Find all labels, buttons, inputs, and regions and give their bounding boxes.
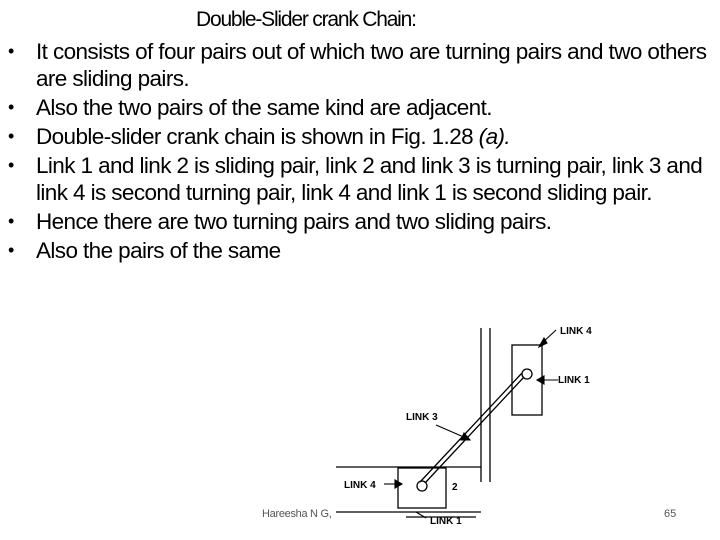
bullet-item: • Double-slider crank chain is shown in F… [6, 123, 714, 150]
bullet-item: • Link 1 and link 2 is sliding pair, link… [6, 152, 714, 206]
bullet-item: • Also the pairs of the same [6, 237, 346, 264]
bullet-dot-icon: • [8, 155, 14, 175]
bullet-dot-icon: • [8, 240, 14, 260]
label-link4-top: LINK 4 [560, 326, 592, 337]
bullet-text: Hence there are two turning pairs and tw… [36, 209, 552, 234]
label-link3: LINK 3 [406, 412, 438, 423]
connecting-rod-link3-edge [419, 372, 523, 483]
double-slider-figure: LINK 4 LINK 1 LINK 3 LINK 4 2 LINK 1 [336, 300, 720, 540]
bullet-item: • Also the two pairs of the same kind are… [6, 94, 714, 121]
horizontal-slider-block [397, 467, 447, 509]
bullet-item: • It consists of four pairs out of which … [6, 38, 714, 92]
label-link4-bottom: LINK 4 [344, 480, 376, 491]
page-number: 65 [664, 508, 677, 520]
connecting-rod-link3 [424, 376, 525, 484]
arrow-link4-bottom [394, 479, 404, 489]
bullet-text: Link 1 and link 2 is sliding pair, link … [36, 153, 703, 205]
leader-link3 [435, 424, 467, 439]
bullet-dot-icon: • [8, 211, 14, 231]
figure-reference: (a). [473, 124, 511, 149]
arrow-link4-top [537, 336, 548, 349]
bullet-text: It consists of four pairs out of which t… [36, 39, 707, 91]
leader-link1-bottom [415, 511, 427, 519]
bullet-dot-icon: • [8, 41, 14, 61]
top-pivot [521, 368, 533, 380]
bullet-item: • Hence there are two turning pairs and t… [6, 208, 714, 235]
label-link1-bottom: LINK 1 [430, 516, 462, 527]
slide-title: Double-Slider crank Chain: [196, 8, 417, 31]
label-2: 2 [452, 482, 458, 493]
bullet-text: Double-slider crank chain is shown in Fi… [36, 124, 474, 149]
bullet-text: Also the pairs of the same [36, 238, 281, 263]
footer-author: Hareesha N G, [262, 508, 332, 520]
bullet-text: Also the two pairs of the same kind are … [36, 95, 492, 120]
bullet-dot-icon: • [8, 126, 14, 146]
bullet-dot-icon: • [8, 97, 14, 117]
bottom-pivot [416, 480, 428, 492]
arrow-link3 [460, 431, 472, 441]
label-link1-right: LINK 1 [558, 375, 590, 386]
bullet-list: • It consists of four pairs out of which … [6, 38, 714, 266]
arrow-link1-right [535, 375, 545, 385]
